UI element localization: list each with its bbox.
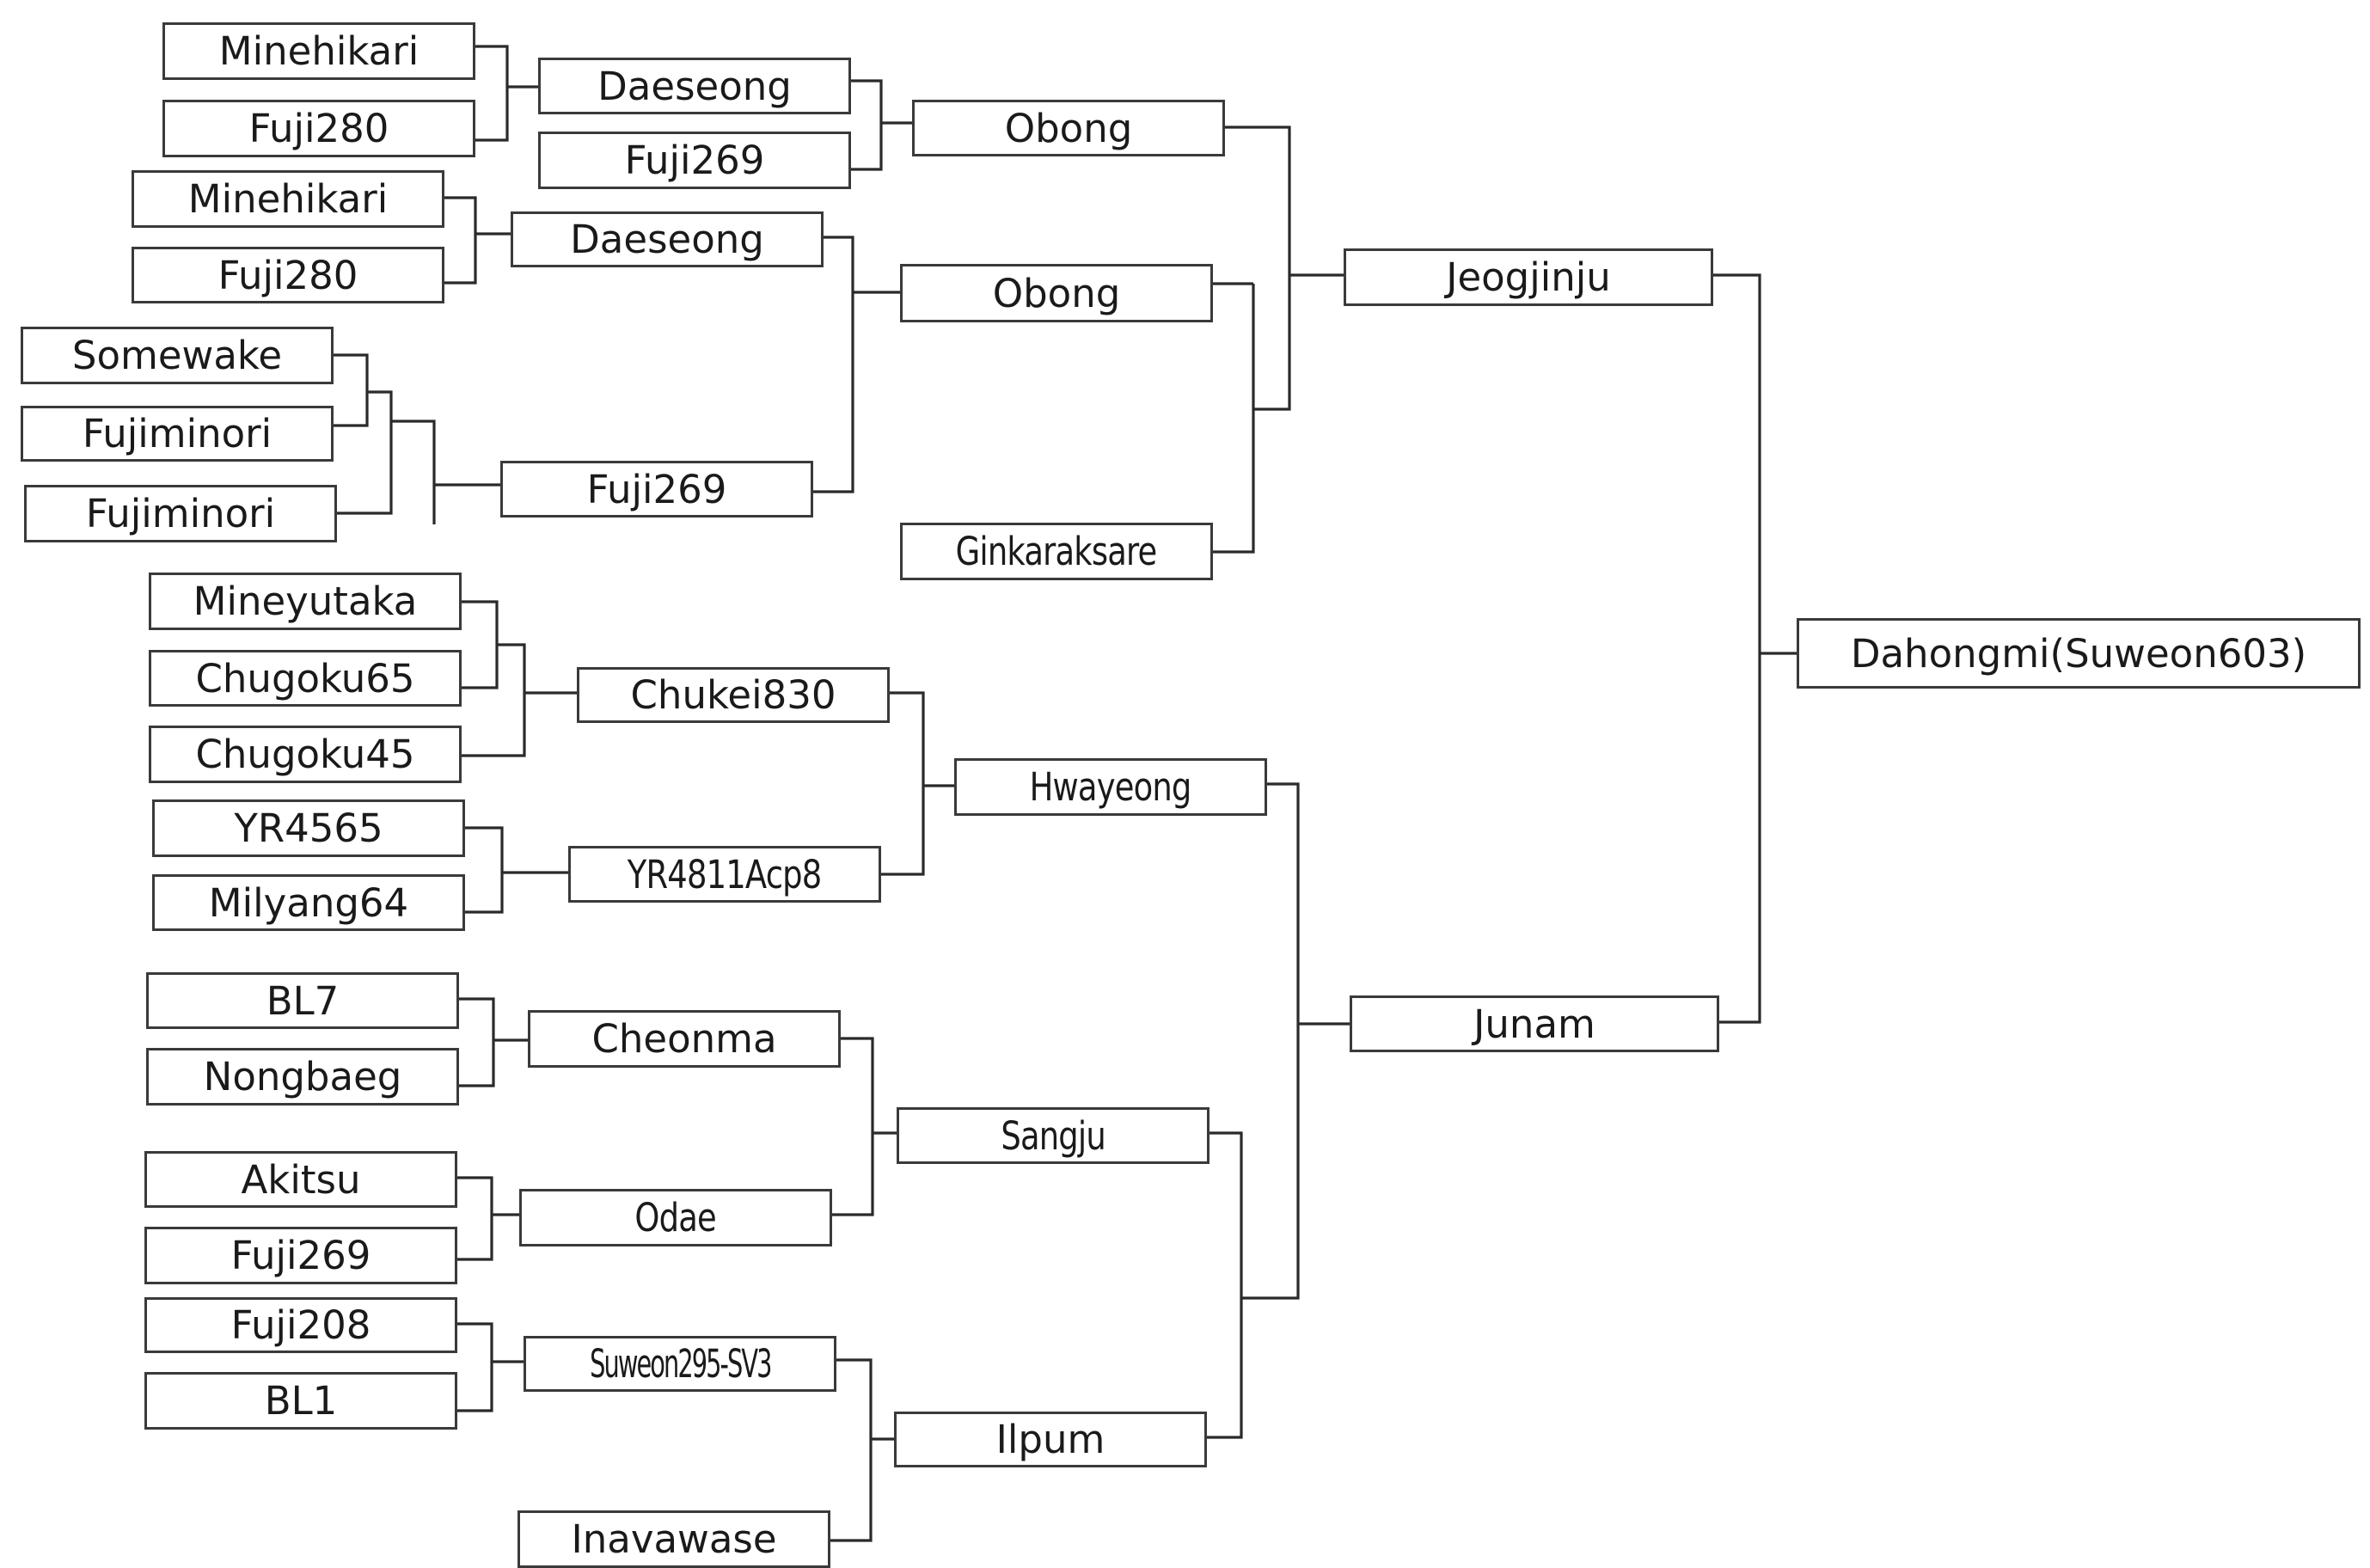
node-hwayeong: Hwayeong	[954, 758, 1267, 816]
node-fuji280-b: Fuji280	[132, 247, 444, 303]
connector-line-17	[462, 643, 526, 757]
node-fuji269-c: Fuji269	[144, 1227, 457, 1284]
connector-line-34	[1207, 1131, 1243, 1439]
node-obong-b: Obong	[900, 264, 1213, 322]
connector-line-6	[334, 353, 369, 427]
node-nongbaeg: Nongbaeg	[146, 1048, 459, 1106]
connector-line-36	[1713, 273, 1761, 1024]
connector-line-2	[851, 79, 883, 171]
connector-line-10	[813, 236, 854, 493]
connector-line-33	[1241, 782, 1300, 1300]
connector-line-12	[1225, 126, 1291, 411]
node-fuji208: Fuji208	[144, 1297, 457, 1353]
node-fujiminori-a: Fujiminori	[21, 406, 334, 462]
node-minehikari-b: Minehikari	[132, 170, 444, 228]
node-ginkaraksare: Ginkaraksare	[900, 523, 1213, 580]
node-odae: Odae	[519, 1189, 832, 1246]
node-bl7: BL7	[146, 972, 459, 1029]
node-bl1: BL1	[144, 1372, 457, 1430]
connector-line-21	[881, 691, 925, 876]
connector-line-16	[462, 600, 499, 689]
connector-line-4	[444, 196, 477, 285]
node-milyang64: Milyang64	[152, 874, 465, 931]
node-cheonma: Cheonma	[528, 1010, 841, 1068]
node-minehikari-a: Minehikari	[162, 22, 475, 80]
connector-line-13	[1213, 284, 1255, 554]
connector-line-8	[391, 420, 436, 524]
node-junam: Junam	[1350, 995, 1719, 1052]
connector-line-27	[832, 1037, 874, 1216]
connector-line-7	[337, 390, 393, 515]
node-daeseong-a: Daeseong	[538, 58, 851, 114]
node-sangju: Sangju	[897, 1107, 1209, 1164]
connector-line-23	[459, 997, 495, 1087]
node-mineyutaka: Mineyutaka	[149, 573, 462, 630]
node-yr4565: YR4565	[152, 799, 465, 857]
connector-line-31	[830, 1358, 873, 1542]
node-ilpum: Ilpum	[894, 1412, 1207, 1467]
node-yr4811acp8: YR4811Acp8	[568, 846, 881, 903]
node-chukei830: Chukei830	[577, 667, 890, 723]
node-fuji269-b: Fuji269	[500, 461, 813, 518]
node-dahongmi-root: Dahongmi(Suweon603)	[1797, 618, 2361, 689]
connector-line-25	[457, 1176, 493, 1261]
connector-line-19	[465, 826, 504, 914]
node-fuji269-a: Fuji269	[538, 132, 851, 189]
node-suweon295-sv3: Suweon295-SV3	[524, 1336, 836, 1392]
connector-line-0	[475, 45, 509, 142]
node-obong-a: Obong	[912, 100, 1225, 156]
node-chugoku45: Chugoku45	[149, 726, 462, 783]
node-jeogjinju: Jeogjinju	[1344, 248, 1713, 306]
connector-line-29	[457, 1322, 493, 1412]
node-fujiminori-b: Fujiminori	[24, 485, 337, 542]
node-akitsu: Akitsu	[144, 1151, 457, 1208]
node-somewake: Somewake	[21, 327, 334, 384]
node-inavawase: Inavawase	[517, 1510, 830, 1568]
node-daeseong-b: Daeseong	[511, 211, 824, 267]
node-fuji280-a: Fuji280	[162, 100, 475, 157]
node-chugoku65: Chugoku65	[149, 650, 462, 707]
